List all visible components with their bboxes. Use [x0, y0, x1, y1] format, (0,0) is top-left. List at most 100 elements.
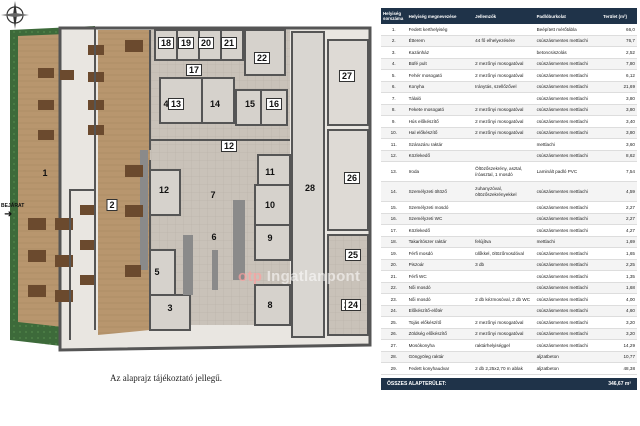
table-cell: 12.	[381, 150, 407, 162]
table-cell: 4.	[381, 58, 407, 70]
table-cell: 10,77	[601, 351, 637, 363]
table-cell: csúszásmentes mettlachi	[534, 115, 602, 128]
table-cell: 10.	[381, 127, 407, 139]
table-cell: 9.	[381, 115, 407, 128]
table-cell: Kazánház	[406, 46, 474, 59]
column-header: Helyiség megnevezése	[406, 8, 474, 24]
room-number-label: 12	[220, 140, 238, 152]
table-cell: Fekete mosogató	[406, 104, 474, 116]
table-cell	[473, 213, 535, 225]
table-cell: Közlekedő	[406, 150, 474, 162]
table-cell: 2,27	[601, 201, 637, 214]
table-cell: csúszásmentes mettlachi	[534, 104, 602, 116]
table-cell: csúszásmentes mettlachi	[534, 339, 602, 352]
table-cell: 7.	[381, 92, 407, 105]
room-number-label: 9	[267, 233, 273, 243]
table-cell	[473, 224, 535, 237]
table-body: 1.Fedett kerthelyiség Beépített mérőtábla…	[381, 24, 637, 375]
table-cell: 21,69	[601, 81, 637, 93]
table-cell: Előkészítő-előtér	[406, 305, 474, 317]
table-cell: 23.	[381, 293, 407, 306]
table-cell: csúszásmentes mettlachi	[534, 92, 602, 105]
room-number-label: 4	[163, 99, 169, 109]
table-cell: Étterem	[406, 35, 474, 47]
table-cell: 2 mezőnyi mosogatóval	[473, 316, 535, 329]
table-cell: csúszásmentes mettlachi	[534, 213, 602, 225]
table-cell: Beépített mérőtábla	[534, 24, 602, 36]
table-cell: 2 mezőnyi mosogatóval	[473, 127, 535, 139]
table-cell: 8,62	[601, 150, 637, 162]
column-header: Terület (m²)	[601, 8, 637, 24]
table-cell: 19.	[381, 247, 407, 260]
table-cell: 3 db	[473, 259, 535, 271]
table-cell: 2 mezőnyi mosogatóval	[473, 115, 535, 128]
table-cell: 20.	[381, 259, 407, 271]
table-cell: 3,20	[601, 328, 637, 340]
table-cell	[473, 150, 535, 162]
floor-plan-drawing	[10, 26, 372, 352]
table-cell: csúszásmentes mettlachi	[534, 270, 602, 283]
table-cell: 11.	[381, 138, 407, 151]
room-number-label: 25	[344, 249, 362, 261]
table-cell: 26.	[381, 328, 407, 340]
table-cell: csúszásmentes mettlachi	[534, 35, 602, 47]
table-cell: 3,80	[601, 104, 637, 116]
table-cell: csúszásmentes mettlachi	[534, 328, 602, 340]
table-cell: 8.	[381, 104, 407, 116]
table-cell	[473, 201, 535, 214]
room-number-label: 21	[220, 37, 238, 49]
entrance-label: BEJÁRAT	[1, 203, 25, 209]
room-number-label: 15	[244, 99, 256, 109]
courtyard-29	[291, 31, 325, 338]
table-cell: Közlekedő	[406, 224, 474, 237]
disclaimer-note: Az alaprajz tájékoztató jellegű.	[110, 373, 222, 383]
table-cell	[473, 282, 535, 294]
table-cell: 3,80	[601, 127, 637, 139]
room-number-label: 10	[264, 200, 276, 210]
room-number-label: 14	[209, 99, 221, 109]
column-header: Helyiség sorszáma	[381, 8, 407, 24]
table-cell: Fedett konyhaudvar	[406, 362, 474, 375]
table-cell: 1.	[381, 24, 407, 36]
table-cell: Fehér mosogató	[406, 69, 474, 82]
table-cell: Göngyöleg raktár	[406, 351, 474, 363]
table-cell: Személyzeti öltöző	[406, 181, 474, 202]
table-cell	[473, 270, 535, 283]
floor-plan: 1234567891011121213141516171819202122232…	[1, 1, 372, 383]
table-cell: Büfé pult	[406, 58, 474, 70]
table-cell: aljzatbeton	[534, 362, 602, 375]
room-number-label: 5	[154, 267, 160, 277]
room-number-label: 17	[185, 64, 203, 76]
room-number-label: 19	[177, 37, 195, 49]
table-cell: csúszásmentes mettlachi	[534, 259, 602, 271]
table-cell	[473, 138, 535, 151]
table-cell: Hal előkészítő	[406, 127, 474, 139]
table-cell: 28.	[381, 351, 407, 363]
table-cell: Laminált padló PVC	[534, 161, 602, 182]
room-number-label: 26	[343, 172, 361, 184]
room-number-label: 2	[106, 199, 118, 211]
room-28	[327, 39, 369, 126]
table-cell: Fedett kerthelyiség	[406, 24, 474, 36]
room-number-label: 27	[338, 70, 356, 82]
watermark: otp Ingatlanpont	[238, 268, 360, 285]
table-cell: 5.	[381, 69, 407, 82]
table-cell: 2.	[381, 35, 407, 47]
table-cell: 22.	[381, 282, 407, 294]
table-cell: raktárhelyiséggel	[473, 339, 535, 352]
table-cell: 2,25	[601, 259, 637, 271]
table-cell: csúszásmentes mettlachi	[534, 181, 602, 202]
table-cell: Személyzeti mosdó	[406, 201, 474, 214]
table-cell	[473, 305, 535, 317]
table-cell: 6,12	[601, 69, 637, 82]
